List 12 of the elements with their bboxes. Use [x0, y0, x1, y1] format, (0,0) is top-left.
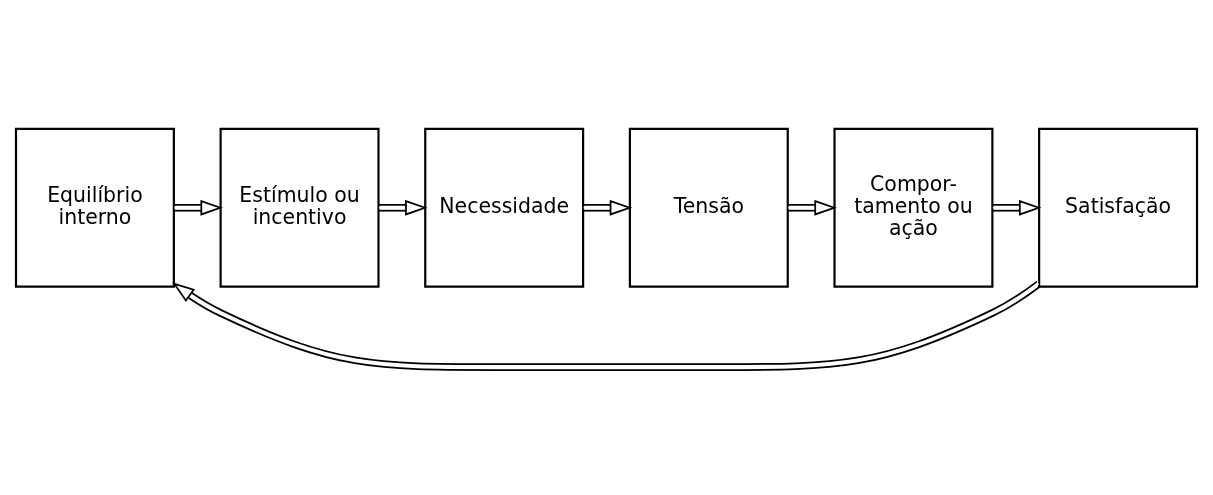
node-box: Tensão — [628, 127, 789, 288]
arrow — [787, 199, 837, 216]
node-box: Necessidade — [424, 127, 585, 288]
arrow — [992, 199, 1042, 216]
node-box: Equilíbrio interno — [14, 127, 175, 288]
node-box: Satisfação — [1038, 127, 1199, 288]
arrow — [173, 199, 223, 216]
node-box: Compor- tamento ou ação — [833, 127, 994, 288]
arrow — [378, 199, 428, 216]
node-box: Estímulo ou incentivo — [219, 127, 380, 288]
arrow — [172, 280, 1042, 371]
arrow — [582, 199, 633, 216]
